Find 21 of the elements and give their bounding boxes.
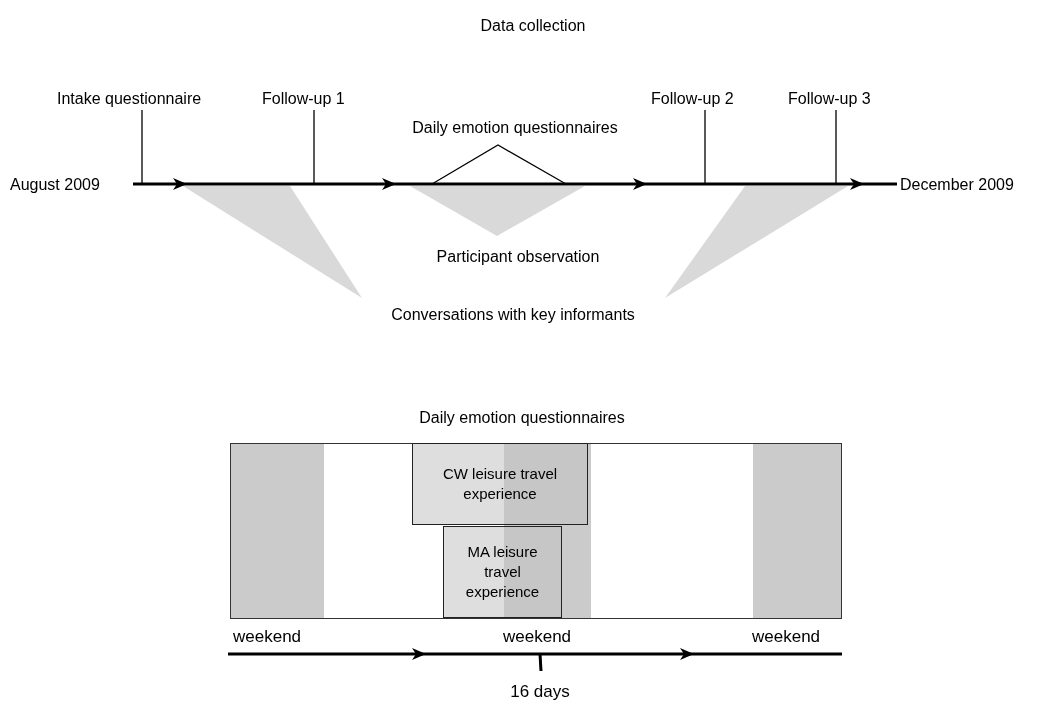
experience-box: CW leisure travel experience bbox=[412, 443, 588, 525]
observation-label: Participant observation bbox=[436, 247, 600, 266]
milestone-label: Follow-up 3 bbox=[788, 89, 871, 108]
date-label: August 2009 bbox=[10, 175, 100, 194]
milestone-label: Follow-up 2 bbox=[651, 89, 734, 108]
informant-label: Conversations with key informants bbox=[391, 305, 635, 324]
leader-line bbox=[704, 109, 706, 184]
bracket-label: Daily emotion questionnaires bbox=[412, 118, 618, 137]
leader-line bbox=[313, 109, 315, 184]
panel-heading: Daily emotion questionnaires bbox=[419, 408, 625, 427]
diagram-title: Data collection bbox=[480, 16, 586, 35]
weekend-label: weekend bbox=[503, 627, 572, 646]
date-label: December 2009 bbox=[900, 175, 1014, 194]
milestone-label: Follow-up 1 bbox=[262, 89, 345, 108]
leader-line bbox=[835, 109, 837, 184]
weekend-label: weekend bbox=[233, 627, 302, 646]
leader-line bbox=[141, 109, 143, 184]
experience-box: MA leisure travel experience bbox=[443, 526, 562, 618]
duration-label: 16 days bbox=[510, 682, 570, 701]
milestone-label: Intake questionnaire bbox=[57, 89, 202, 108]
weekend-label: weekend bbox=[752, 627, 821, 646]
